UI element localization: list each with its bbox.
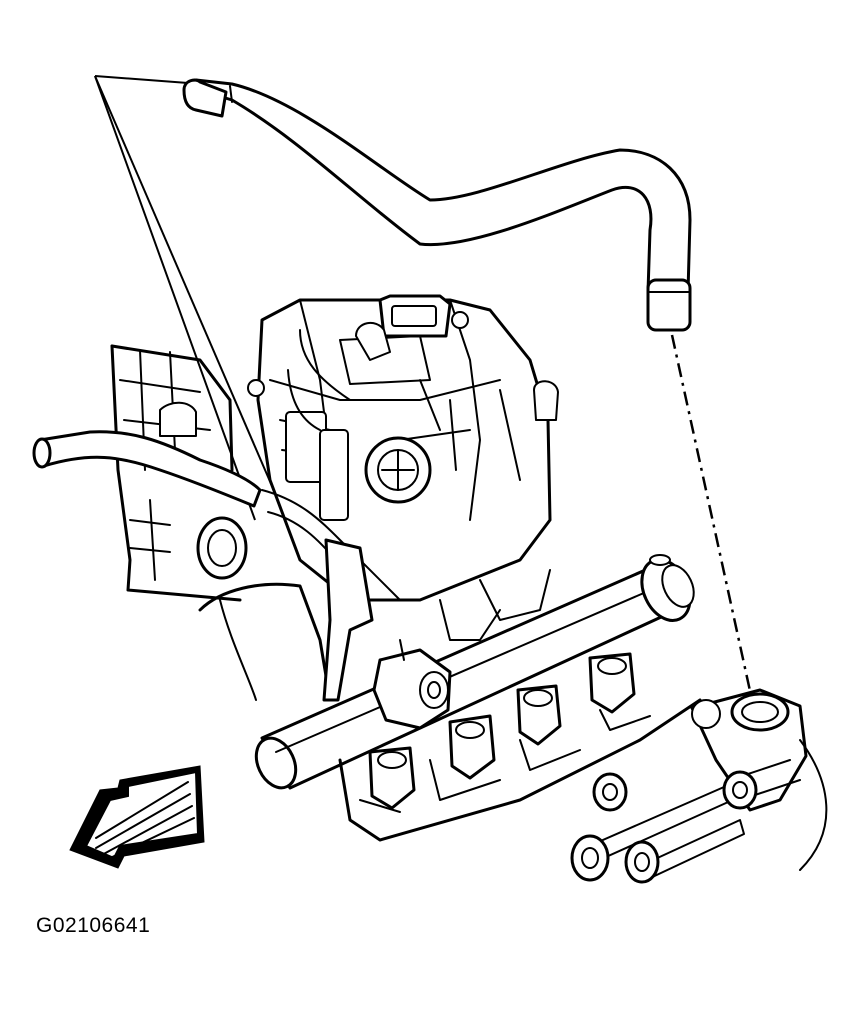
map-sensor	[355, 294, 469, 361]
front-direction-arrow-icon	[69, 765, 205, 869]
callout-leader-lines	[94, 75, 279, 521]
heater-hose	[32, 430, 262, 508]
vacuum-hose	[182, 78, 692, 332]
fuel-pressure-regulator	[372, 639, 452, 730]
lower-manifold	[338, 569, 702, 842]
crossover-fitting	[690, 688, 828, 871]
throttle-body	[364, 380, 559, 504]
fuel-rail	[254, 554, 695, 790]
figure-code: G02106641	[36, 914, 151, 937]
intake-bracket	[110, 344, 242, 602]
alignment-line	[670, 334, 754, 701]
retaining-studs	[570, 759, 801, 884]
fuel-injectors	[368, 652, 636, 810]
vacuum-lines	[261, 329, 401, 702]
hose-clamps	[196, 379, 332, 702]
